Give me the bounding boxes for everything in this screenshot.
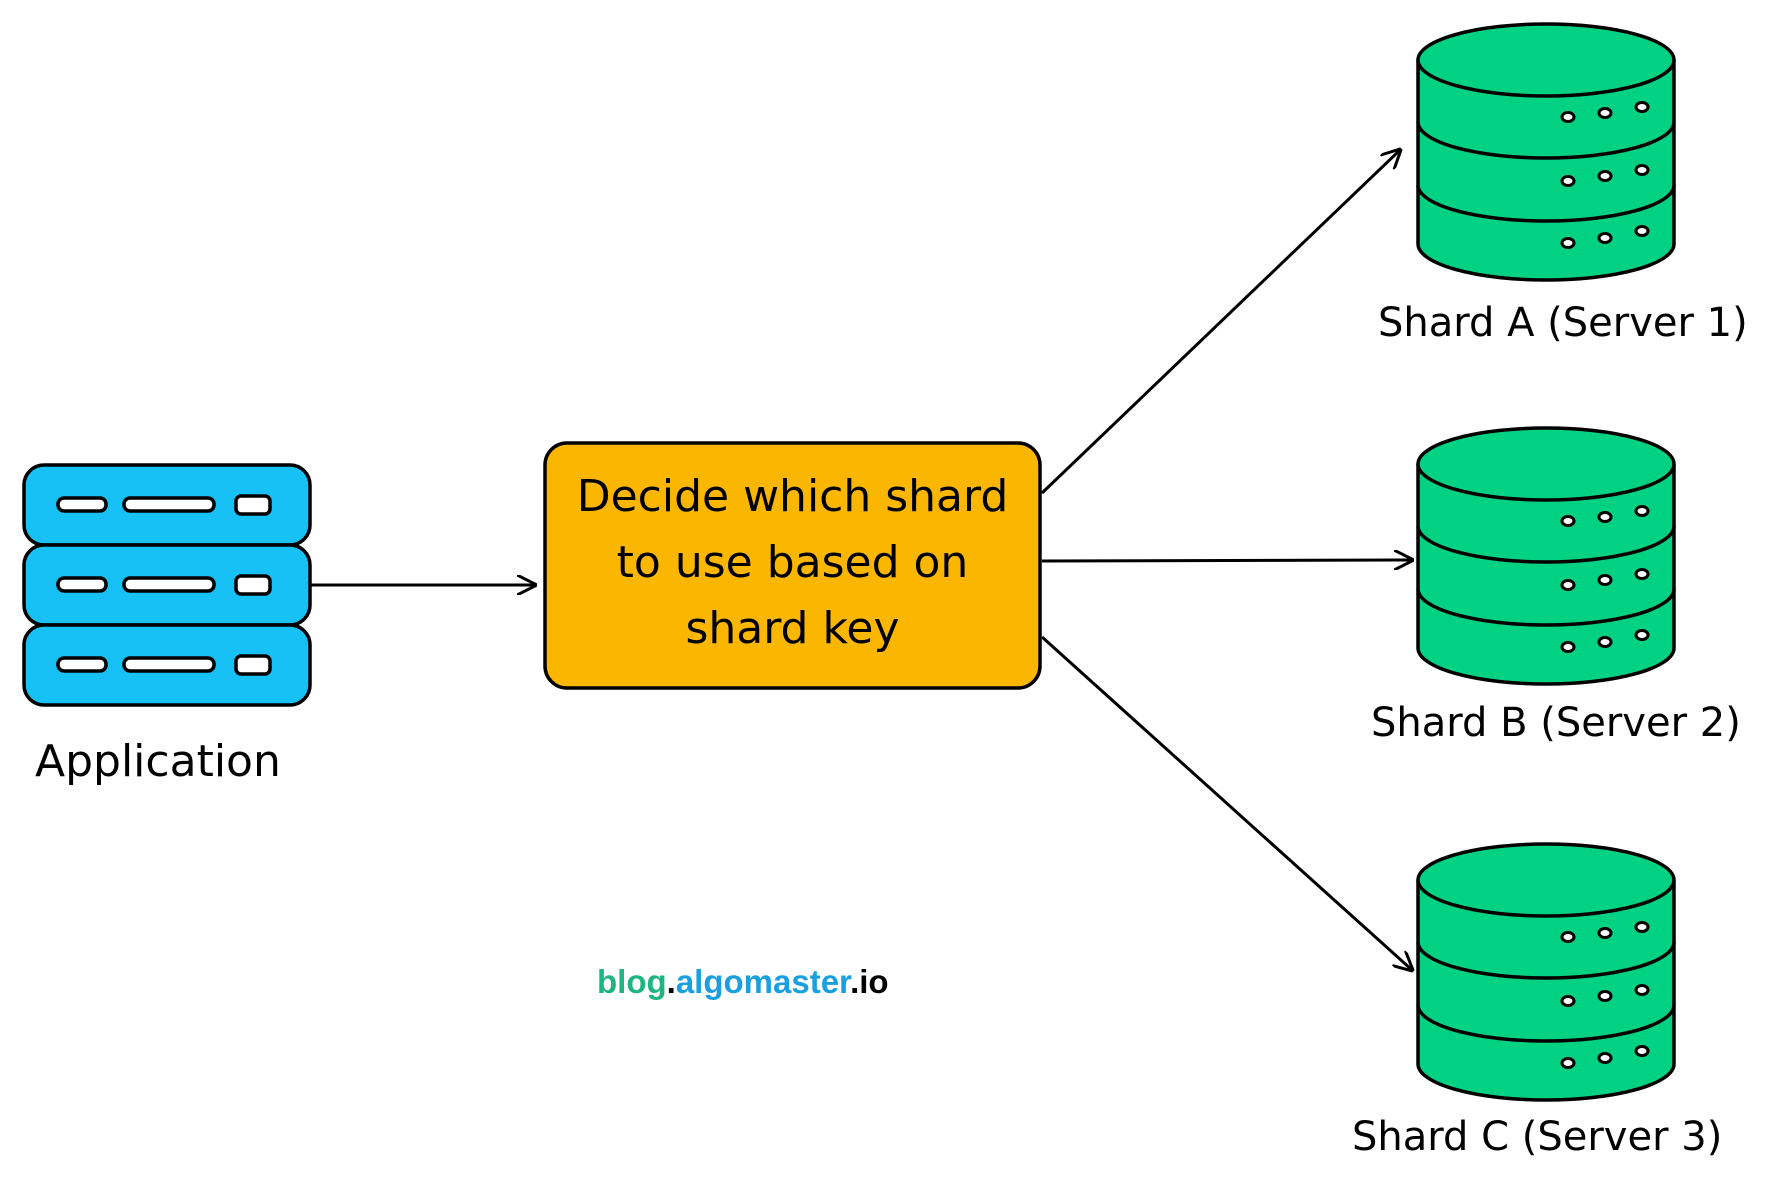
watermark-logo: blog.algomaster.io	[597, 963, 889, 1001]
database-cylinder-icon	[1416, 22, 1676, 282]
shard-c-label: Shard C (Server 3)	[1352, 1114, 1723, 1160]
arrow-router-to-shard-b	[1041, 560, 1412, 561]
watermark-io: io	[859, 963, 889, 1000]
arrow-router-to-shard-a	[1040, 150, 1400, 495]
watermark-dot-2: .	[850, 963, 860, 1000]
shard-a-label: Shard A (Server 1)	[1378, 300, 1748, 346]
router-box	[543, 441, 1042, 690]
watermark-dot-1: .	[666, 963, 676, 1000]
database-cylinder-icon	[1416, 842, 1676, 1102]
database-cylinder-icon	[1416, 426, 1676, 686]
watermark-algomaster: algomaster	[675, 963, 851, 1000]
server-rack-icon	[22, 463, 312, 707]
router-box-text: Decide which shard to use based on shard…	[576, 470, 1009, 654]
watermark-blog: blog	[597, 963, 667, 1000]
arrow-router-to-shard-c	[1040, 635, 1412, 970]
application-label: Application	[35, 736, 281, 787]
shard-b-label: Shard B (Server 2)	[1371, 700, 1741, 746]
